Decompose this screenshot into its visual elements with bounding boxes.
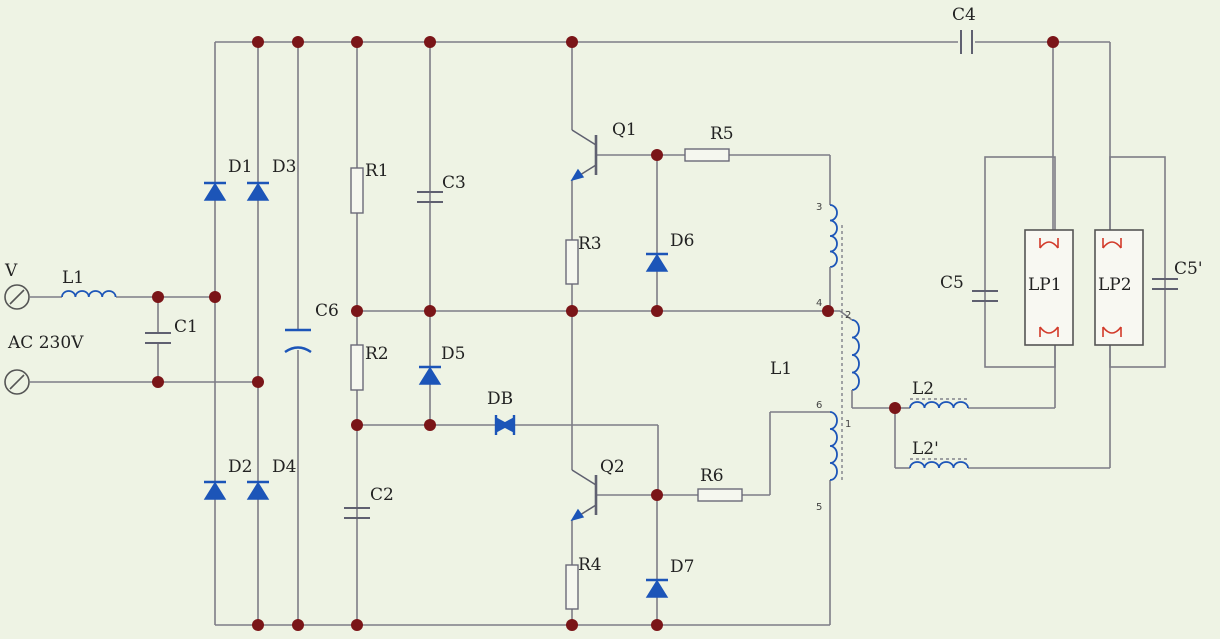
- label-c6: C6: [315, 301, 339, 321]
- diode-d7: [645, 578, 669, 598]
- label-v: V: [4, 261, 18, 281]
- label-c3: C3: [442, 173, 466, 193]
- resistor-r3: [565, 239, 579, 285]
- labels: V L1 AC 230V C1 D1 D3 D2 D4 C6 R1 R2 C3 …: [4, 5, 1203, 577]
- diac-db: [494, 415, 516, 435]
- capacitor-c2: [344, 507, 370, 519]
- capacitor-c5: [972, 290, 998, 302]
- capacitor-c5-prime: [1152, 278, 1178, 290]
- transistor-q2: [570, 469, 598, 522]
- label-l2: L2: [912, 379, 934, 399]
- label-d5: D5: [441, 344, 465, 364]
- label-r4: R4: [578, 555, 602, 575]
- label-lp2: LP2: [1098, 275, 1132, 295]
- label-d4: D4: [272, 457, 296, 477]
- pin-1: 1: [845, 419, 851, 430]
- transformer-winding-primary: [851, 319, 860, 391]
- label-d7: D7: [670, 557, 694, 577]
- pin-3: 3: [816, 202, 822, 213]
- label-r6: R6: [700, 466, 724, 486]
- resistor-r6: [697, 488, 743, 502]
- diode-d4: [246, 480, 270, 500]
- diode-d1: [203, 181, 227, 201]
- label-r5: R5: [710, 124, 734, 144]
- capacitor-c4: [960, 30, 973, 54]
- diode-d2: [203, 480, 227, 500]
- pin-4: 4: [816, 298, 822, 309]
- inductor-l2-prime: [909, 461, 969, 469]
- inductor-l2: [909, 401, 969, 409]
- resistor-r2: [350, 344, 364, 391]
- label-q2: Q2: [600, 457, 625, 477]
- label-d3: D3: [272, 157, 296, 177]
- pin-5: 5: [816, 502, 822, 513]
- label-l1-input: L1: [62, 268, 84, 288]
- ac-terminal-top: [4, 284, 30, 310]
- label-q1: Q1: [612, 120, 637, 140]
- label-l2-prime: L2': [912, 439, 939, 459]
- resistor-r4: [565, 564, 579, 610]
- capacitor-c6: [284, 328, 312, 354]
- resistor-r1: [350, 167, 364, 214]
- label-r3: R3: [578, 234, 602, 254]
- label-lp1: LP1: [1028, 275, 1062, 295]
- label-r2: R2: [365, 344, 389, 364]
- transformer-winding-q2: [829, 411, 838, 481]
- label-c4: C4: [952, 5, 976, 25]
- label-c5: C5: [940, 273, 964, 293]
- wires: [30, 41, 1166, 626]
- inductor-l1-input: [61, 290, 117, 298]
- lamp-lp1: [1024, 229, 1074, 346]
- label-d1: D1: [228, 157, 252, 177]
- label-r1: R1: [365, 161, 389, 181]
- transformer-winding-q1: [829, 204, 838, 268]
- pin-6: 6: [816, 400, 822, 411]
- diode-d3: [246, 181, 270, 201]
- transistor-q1: [570, 129, 598, 182]
- label-ac: AC 230V: [7, 333, 84, 353]
- label-db: DB: [487, 389, 513, 409]
- pin-2: 2: [845, 310, 851, 321]
- components: [4, 30, 1178, 610]
- resistor-r5: [684, 148, 730, 162]
- diode-d5: [418, 365, 442, 385]
- label-d2: D2: [228, 457, 252, 477]
- capacitor-c1: [145, 332, 171, 344]
- lamp-lp2: [1094, 229, 1144, 346]
- ac-terminal-bottom: [4, 369, 30, 395]
- label-c5-prime: C5': [1174, 259, 1203, 279]
- diode-d6: [645, 252, 669, 272]
- label-l1-transformer: L1: [770, 359, 792, 379]
- label-c1: C1: [174, 317, 198, 337]
- junction-dots: [152, 36, 1059, 631]
- label-d6: D6: [670, 231, 694, 251]
- label-c2: C2: [370, 485, 394, 505]
- capacitor-c3: [417, 191, 443, 203]
